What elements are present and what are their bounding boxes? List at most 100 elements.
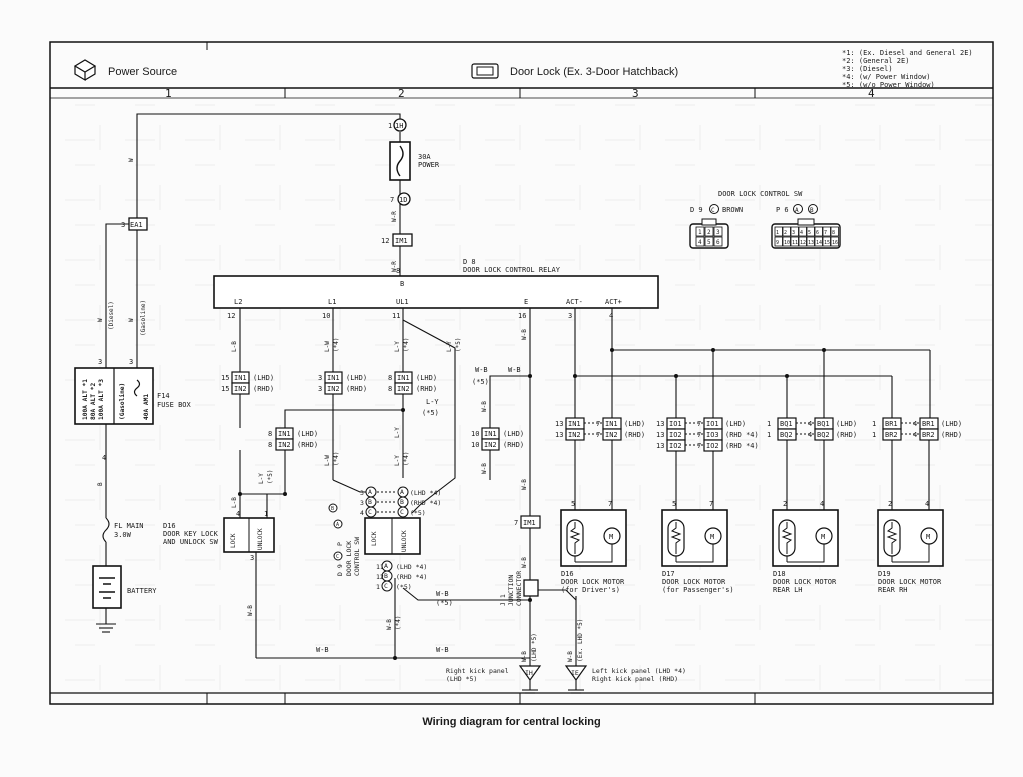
svg-text:(*5): (*5) (472, 378, 489, 386)
relay-term-act-plus: ACT+ (605, 298, 622, 306)
motor-sub-3: REAR RH (878, 586, 908, 594)
svg-text:(*4): (*4) (403, 452, 410, 466)
relay-term-ul1: UL1 (396, 298, 409, 306)
pin-num: 13 (656, 442, 664, 450)
conn-d17-l2: IO2 (669, 431, 682, 439)
pin-num: 4 (808, 420, 812, 428)
jc-name-2: CONNECTOR (515, 571, 523, 606)
battery (92, 565, 122, 609)
d9-pin-1: 1 (698, 229, 702, 236)
svg-text:L-Y: L-Y (446, 341, 453, 352)
d9-pin-5: 5 (707, 239, 711, 246)
conn-d19-r2: BR2 (922, 431, 935, 439)
junction-connector (523, 579, 539, 597)
lhd-tag: (LHD) (725, 420, 746, 428)
motor-sub-2: REAR LH (773, 586, 803, 594)
svg-text:(LHD): (LHD) (503, 430, 524, 438)
svg-text:(*5): (*5) (455, 338, 462, 352)
relay-code: D 8 (463, 258, 476, 266)
svg-text:B: B (400, 498, 404, 506)
pin-num: 7 (697, 431, 701, 439)
svg-text:(*5): (*5) (422, 409, 439, 417)
wire-w-3: W (128, 318, 135, 322)
pin-1d: 1D (399, 196, 407, 204)
svg-text:(*4): (*4) (395, 616, 402, 630)
power-source-icon (73, 59, 97, 82)
sheet-frame (49, 41, 994, 705)
pin-num: 13 (656, 420, 664, 428)
conn-d19-l1: BR1 (885, 420, 898, 428)
pin-num: 4 (913, 420, 917, 428)
notes-legend: *1: (Ex. Diesel and General 2E) *2: (Gen… (842, 49, 973, 89)
svg-text:(LHD *4): (LHD *4) (396, 563, 427, 571)
svg-text:P 6: P 6 (776, 206, 789, 214)
wire-w-1: W (128, 158, 135, 162)
svg-text:L-Y: L-Y (258, 473, 265, 484)
ground-ie: IE (571, 669, 579, 677)
svg-text:(LHD *5): (LHD *5) (446, 675, 477, 683)
conn-d17-r1: IO1 (706, 420, 719, 428)
pin-num: 13 (656, 431, 664, 439)
conn-in2-c: IN2 (397, 385, 410, 393)
column-3: 3 (632, 87, 639, 100)
pin-ea1: EA1 (130, 221, 143, 229)
p6-pin-7: 7 (824, 230, 827, 236)
conn-d18-r2: BQ2 (817, 431, 830, 439)
pin-num: 7 (697, 420, 701, 428)
svg-text:L-W: L-W (324, 341, 331, 352)
svg-text:B: B (384, 572, 388, 580)
svg-text:L-W: L-W (324, 455, 331, 466)
p6-pin-2: 2 (784, 230, 787, 236)
p6-pin-5: 5 (808, 230, 811, 236)
rhd-tag: (RHD) (836, 431, 857, 439)
svg-text:(RHD *4): (RHD *4) (410, 499, 441, 507)
svg-text:12: 12 (227, 312, 235, 320)
motor-pin: 4 (925, 500, 929, 508)
svg-text:3: 3 (360, 499, 364, 507)
pin-num: 7 (596, 431, 600, 439)
svg-text:(RHD): (RHD) (346, 385, 367, 393)
svg-text:11: 11 (376, 563, 384, 571)
rhd-tag: (RHD) (941, 431, 962, 439)
motor-m-symbol: M (710, 533, 714, 541)
d9-pin-6: 6 (716, 239, 720, 246)
pin-num: 1 (872, 431, 876, 439)
conn-d16-l1: IN1 (568, 420, 581, 428)
svg-text:(*5): (*5) (396, 583, 412, 591)
svg-text:(LHD): (LHD) (253, 374, 274, 382)
svg-text:(LHD *4): (LHD *4) (410, 489, 441, 497)
motor-code-0: D16 (561, 570, 574, 578)
door-lock-control-relay (213, 275, 659, 309)
svg-text:7: 7 (514, 519, 518, 527)
svg-text:C: C (384, 582, 388, 590)
svg-text:B: B (368, 498, 372, 506)
right-kick-panel-rhd: Right kick panel (RHD) (592, 675, 678, 683)
fusebox-alt-1: 100A ALT *1 (82, 379, 89, 420)
conn-in1-c: IN1 (397, 374, 410, 382)
motor-m-symbol: M (821, 533, 825, 541)
svg-text:C: C (711, 207, 715, 214)
svg-text:L-B: L-B (231, 497, 238, 508)
conn-in2-d: IN2 (278, 441, 291, 449)
wire-w-2: W (97, 318, 104, 322)
jc-name: JUNCTION (507, 575, 515, 606)
motor-name-3: DOOR LOCK MOTOR (878, 578, 942, 586)
svg-text:D 9: D 9 (690, 206, 703, 214)
p6-pin-11: 11 (792, 240, 798, 246)
motor-sub-0: (for Driver's) (561, 586, 620, 594)
conn-in2-a: IN2 (234, 385, 247, 393)
svg-text:W-B: W-B (436, 590, 449, 598)
dlcs-code: D 9 (336, 564, 344, 576)
conn-d17-r3: IO2 (706, 442, 719, 450)
motor-code-1: D17 (662, 570, 675, 578)
pin-im1: IM1 (395, 237, 408, 245)
svg-text:10: 10 (471, 441, 479, 449)
pin-num: 4 (808, 431, 812, 439)
svg-text:12: 12 (376, 573, 384, 581)
svg-text:(*4): (*4) (403, 338, 410, 352)
left-kick-panel: Left kick panel (LHD *4) (592, 667, 686, 675)
d9-pin-3: 3 (716, 229, 720, 236)
svg-text:8: 8 (388, 374, 392, 382)
pin-1d-num: 7 (390, 196, 394, 204)
